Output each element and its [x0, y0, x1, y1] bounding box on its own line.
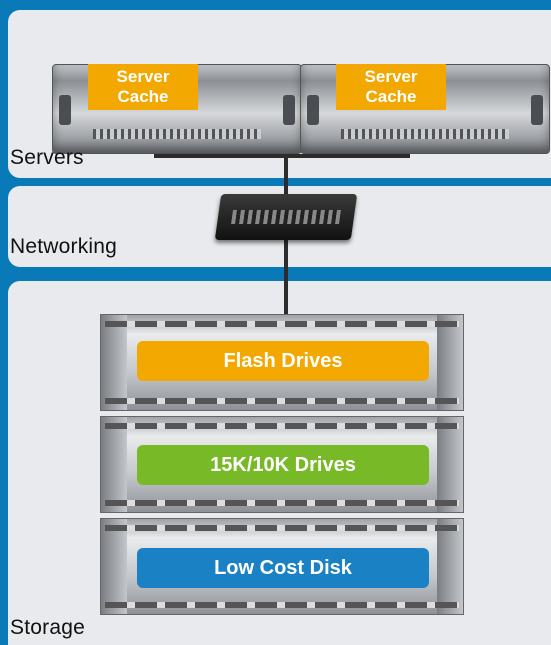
flash-drives-bar: Flash Drives	[137, 341, 429, 381]
storage-rack-sas: 15K/10K Drives	[100, 416, 464, 513]
server-bus-line	[154, 154, 410, 158]
storage-rack-flash: Flash Drives	[100, 314, 464, 411]
server-cache-line2: Cache	[365, 87, 417, 106]
server-cache-right: Server Cache	[336, 64, 446, 110]
storage-rack-disk: Low Cost Disk	[100, 518, 464, 615]
servers-label: Servers	[10, 146, 84, 169]
network-switch	[214, 194, 358, 240]
sas-drives-bar: 15K/10K Drives	[137, 445, 429, 485]
storage-label: Storage	[10, 616, 85, 639]
networking-label: Networking	[10, 235, 118, 258]
server-cache-line1: Server	[364, 67, 418, 86]
server-cache-line1: Server	[116, 67, 170, 86]
server-cache-left: Server Cache	[88, 64, 198, 110]
low-cost-disk-bar: Low Cost Disk	[137, 548, 429, 588]
server-cache-line2: Cache	[117, 87, 169, 106]
